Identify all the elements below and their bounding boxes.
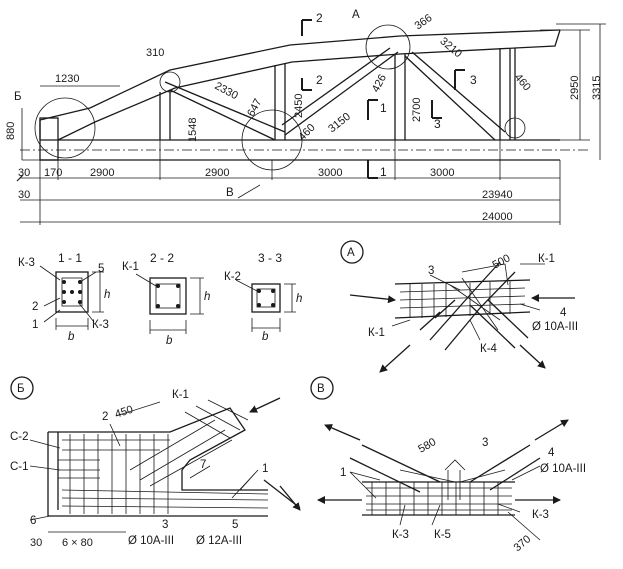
svg-text:366: 366 xyxy=(413,12,435,32)
svg-text:2950: 2950 xyxy=(569,76,581,100)
svg-text:1: 1 xyxy=(340,467,346,479)
detail-b-letter: Б xyxy=(17,383,25,395)
node-circle-a xyxy=(365,24,411,70)
svg-text:К-3: К-3 xyxy=(92,319,109,331)
diagonals xyxy=(164,47,506,141)
svg-text:К-4: К-4 xyxy=(480,343,498,355)
svg-text:Ø 10А-III: Ø 10А-III xyxy=(128,535,174,547)
detail-a-letter: А xyxy=(347,247,355,259)
svg-text:24000: 24000 xyxy=(482,211,513,223)
detail-b: Б К-1 450 2 С-2 С-1 7 1 6 30 6 × 80 3 Ø … xyxy=(10,376,301,549)
node-letter-a: А xyxy=(352,9,360,21)
svg-text:30: 30 xyxy=(30,537,42,549)
svg-text:6: 6 xyxy=(30,515,36,527)
svg-text:3: 3 xyxy=(434,117,441,131)
svg-text:30: 30 xyxy=(18,189,30,201)
svg-text:С-1: С-1 xyxy=(10,461,29,473)
svg-text:К-1: К-1 xyxy=(122,261,139,273)
svg-text:2900: 2900 xyxy=(90,167,114,179)
node-circle-b xyxy=(34,97,96,159)
svg-text:30: 30 xyxy=(18,167,30,179)
detail-v: В 580 3 4 Ø 10А-III 1 К-3 К-5 К-3 370 xyxy=(310,376,586,554)
svg-text:4: 4 xyxy=(548,447,555,459)
svg-text:2450: 2450 xyxy=(293,94,305,118)
svg-text:1 - 1: 1 - 1 xyxy=(58,251,82,265)
svg-text:3315: 3315 xyxy=(591,76,603,100)
svg-text:500: 500 xyxy=(490,252,512,271)
svg-text:310: 310 xyxy=(146,47,164,59)
svg-text:370: 370 xyxy=(512,533,534,554)
detail-a: А 3 500 К-1 К-1 К-4 4 Ø 10А-III xyxy=(340,240,578,373)
svg-text:5: 5 xyxy=(232,519,238,531)
svg-text:К-1: К-1 xyxy=(368,327,385,339)
svg-text:2: 2 xyxy=(102,411,108,423)
svg-text:1: 1 xyxy=(32,319,38,331)
svg-text:b: b xyxy=(68,331,75,343)
svg-text:Ø 10А-III: Ø 10А-III xyxy=(532,321,578,333)
svg-text:7: 7 xyxy=(200,459,206,471)
svg-text:1: 1 xyxy=(262,463,268,475)
svg-text:b: b xyxy=(262,331,269,343)
svg-text:h: h xyxy=(296,293,302,305)
section-1-1: 1 - 1 К-3 5 2 1 К-3 h b xyxy=(18,251,110,343)
svg-text:3000: 3000 xyxy=(318,167,342,179)
svg-text:3210: 3210 xyxy=(437,35,463,60)
svg-text:23940: 23940 xyxy=(482,189,513,201)
svg-text:К-5: К-5 xyxy=(434,529,451,541)
svg-text:4: 4 xyxy=(560,307,567,319)
svg-text:b: b xyxy=(166,335,173,347)
svg-text:5: 5 xyxy=(98,263,104,275)
svg-text:h: h xyxy=(204,291,210,303)
svg-text:1548: 1548 xyxy=(187,118,199,142)
svg-text:2700: 2700 xyxy=(411,98,423,122)
detail-v-letter: В xyxy=(317,383,325,395)
svg-text:К-3: К-3 xyxy=(392,529,409,541)
section-2-2: 2 - 2 К-1 h b xyxy=(122,251,210,347)
svg-text:С-2: С-2 xyxy=(10,431,29,443)
svg-text:880: 880 xyxy=(5,122,17,140)
svg-text:2330: 2330 xyxy=(213,80,240,102)
svg-text:К-3: К-3 xyxy=(532,509,549,521)
vertical-posts xyxy=(159,48,511,140)
svg-text:2: 2 xyxy=(32,301,38,313)
svg-text:2: 2 xyxy=(316,11,323,25)
svg-text:647: 647 xyxy=(245,97,264,119)
svg-text:6 × 80: 6 × 80 xyxy=(62,537,93,549)
svg-text:Ø 10А-III: Ø 10А-III xyxy=(540,463,586,475)
svg-text:Ø 12А-III: Ø 12А-III xyxy=(196,535,242,547)
section-3-3: 3 - 3 К-2 h b xyxy=(224,251,302,343)
support-block xyxy=(39,117,59,161)
bottom-chord xyxy=(40,139,560,161)
svg-text:К-2: К-2 xyxy=(224,271,241,283)
svg-text:3: 3 xyxy=(470,73,477,87)
svg-text:2900: 2900 xyxy=(205,167,229,179)
svg-text:3: 3 xyxy=(482,437,488,449)
svg-text:1: 1 xyxy=(380,101,387,115)
svg-text:426: 426 xyxy=(370,73,389,95)
svg-text:1: 1 xyxy=(380,165,387,179)
svg-text:2 - 2: 2 - 2 xyxy=(150,251,174,265)
section-markers: 2 2 1 1 3 3 xyxy=(301,11,477,179)
svg-text:К-1: К-1 xyxy=(538,253,555,265)
svg-text:450: 450 xyxy=(114,404,135,421)
svg-text:h: h xyxy=(104,289,110,301)
svg-text:170: 170 xyxy=(44,167,62,179)
svg-text:3150: 3150 xyxy=(326,111,353,136)
svg-text:К-1: К-1 xyxy=(172,389,189,401)
svg-text:580: 580 xyxy=(416,436,438,456)
svg-text:3: 3 xyxy=(428,265,434,277)
svg-text:2: 2 xyxy=(316,73,323,87)
svg-text:3 - 3: 3 - 3 xyxy=(258,251,282,265)
truss-elevation xyxy=(16,23,606,225)
svg-text:К-3: К-3 xyxy=(18,257,35,269)
svg-text:3: 3 xyxy=(162,519,168,531)
svg-text:3000: 3000 xyxy=(430,167,454,179)
node-letter-b: Б xyxy=(14,91,22,103)
svg-text:1230: 1230 xyxy=(55,73,79,85)
node-letter-v: В xyxy=(226,187,234,199)
